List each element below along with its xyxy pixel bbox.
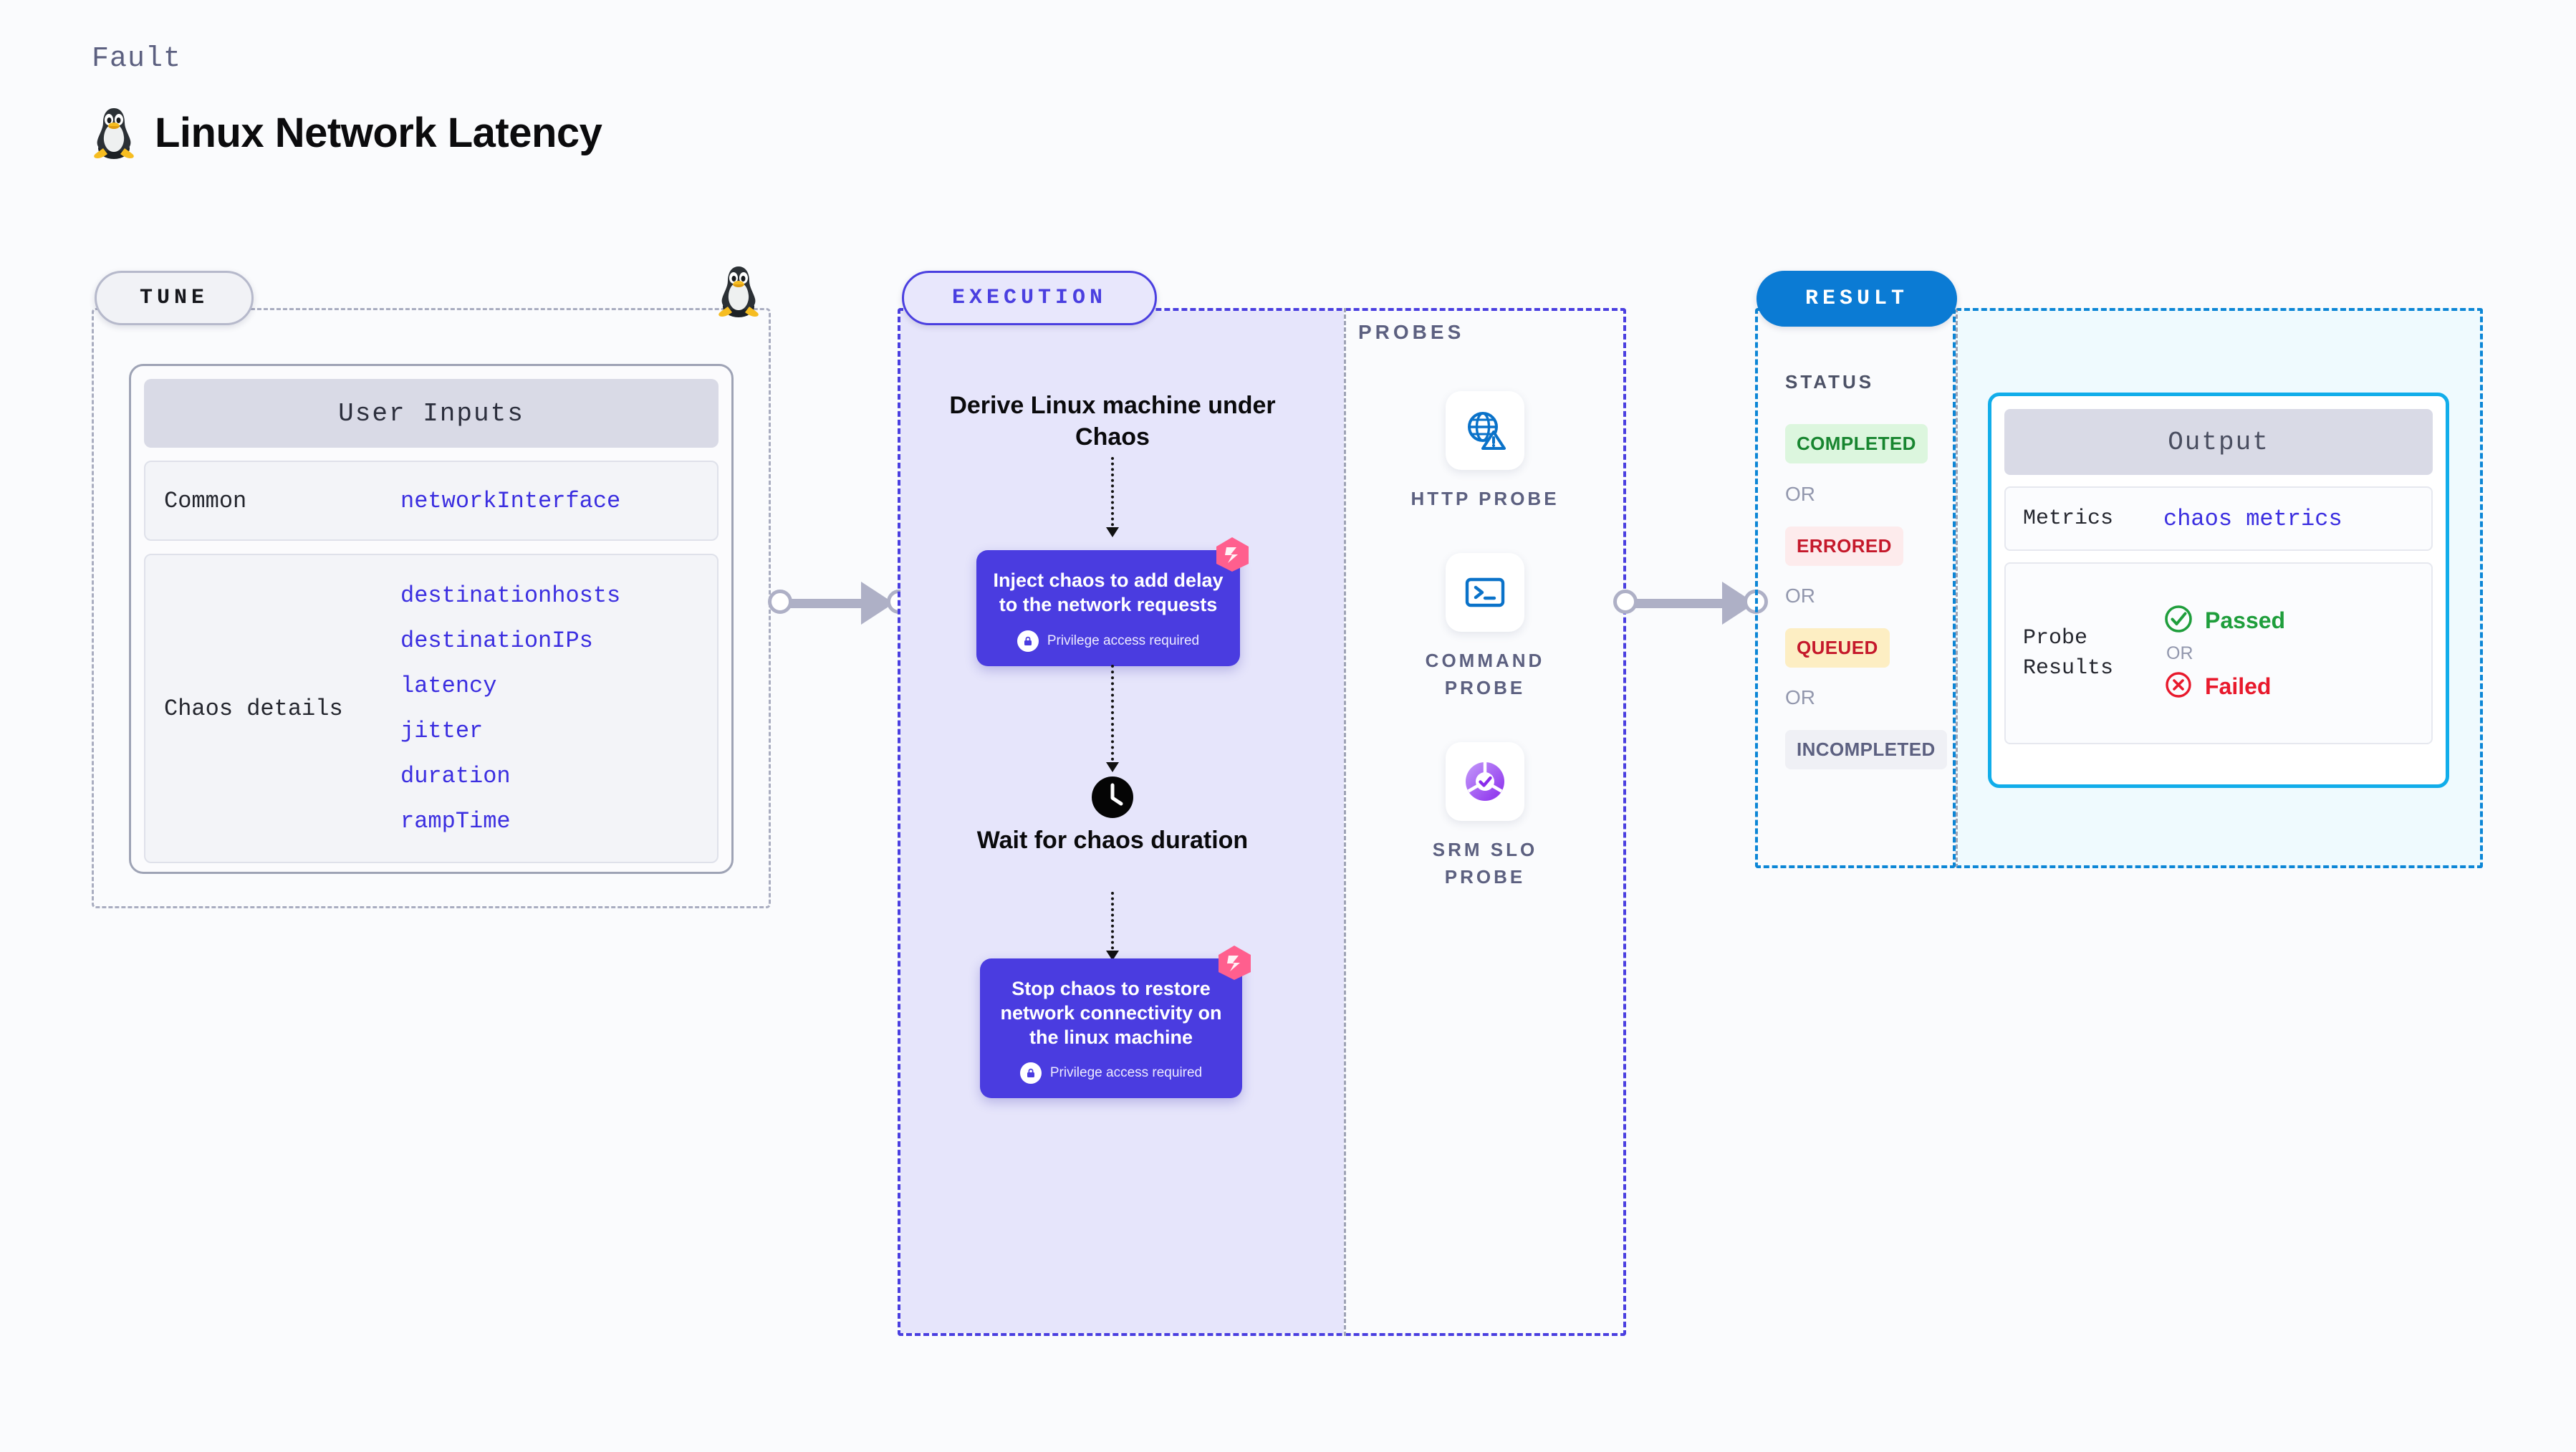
status-label: STATUS xyxy=(1785,371,1875,393)
output-row-key: Metrics xyxy=(2023,506,2114,531)
user-inputs-card: User Inputs Common networkInterface Chao… xyxy=(129,364,734,874)
probe-label: COMMAND PROBE xyxy=(1425,650,1545,698)
lock-icon xyxy=(1017,630,1039,652)
tune-row-common: Common networkInterface xyxy=(144,461,719,541)
or-separator: OR xyxy=(1785,686,1815,708)
privilege-text: Privilege access required xyxy=(1047,633,1200,648)
status-badge-incompleted: INCOMPLETED xyxy=(1785,730,1947,769)
status-badge-queued: QUEUED xyxy=(1785,628,1890,668)
status-badge-errored: ERRORED xyxy=(1785,527,1903,566)
probe-label: SRM SLO PROBE xyxy=(1432,839,1538,888)
output-metrics-value[interactable]: chaos metrics xyxy=(2163,505,2342,532)
output-title: Output xyxy=(2004,409,2433,475)
probes-section-label: PROBES xyxy=(1358,321,1465,343)
clock-icon xyxy=(1090,775,1135,819)
tune-value[interactable]: duration xyxy=(400,763,511,789)
tune-value[interactable]: jitter xyxy=(400,718,484,744)
probe-item-http[interactable]: HTTP PROBE xyxy=(1403,391,1567,513)
fault-kicker: Fault xyxy=(92,43,182,75)
execution-fill xyxy=(900,311,1344,1333)
output-card: Output Metrics chaos metrics Probe Resul… xyxy=(1988,393,2449,788)
tune-value[interactable]: latency xyxy=(400,673,497,699)
harness-logo-icon xyxy=(1215,943,1254,985)
probe-failed-label: Failed xyxy=(2205,673,2272,699)
tune-value[interactable]: networkInterface xyxy=(400,487,621,514)
execution-pill[interactable]: EXECUTION xyxy=(902,271,1157,325)
tune-value[interactable]: destinationIPs xyxy=(400,628,593,654)
flow-arrow-1 xyxy=(1106,527,1119,537)
tune-row-chaos-details: Chaos details destinationhosts destinati… xyxy=(144,554,719,863)
linux-penguin-icon-small xyxy=(716,264,761,322)
lock-icon xyxy=(1019,1062,1042,1085)
execution-node-stop[interactable]: Stop chaos to restore network connectivi… xyxy=(980,946,1251,1099)
linux-penguin-icon xyxy=(92,105,136,160)
output-row-probe-results: Probe Results Passed OR xyxy=(2004,562,2433,744)
privilege-note: Privilege access required xyxy=(996,1062,1226,1085)
tune-row-key: Common xyxy=(164,487,247,514)
execution-section-border xyxy=(898,308,1626,1336)
probe-item-srm-slo[interactable]: SRM SLO PROBE xyxy=(1403,742,1567,890)
execution-node-label: Stop chaos to restore network connectivi… xyxy=(1000,978,1222,1048)
probes-divider-left xyxy=(1344,308,1626,1336)
page-header: Fault Linux Network Latency xyxy=(92,43,602,160)
terminal-icon xyxy=(1446,553,1524,632)
page-title: Linux Network Latency xyxy=(155,109,602,156)
output-row-metrics: Metrics chaos metrics xyxy=(2004,486,2433,551)
output-row-key: Probe Results xyxy=(2023,626,2114,681)
execution-step-derive: Derive Linux machine under Chaos xyxy=(949,392,1276,451)
probe-result-values: Passed OR Failed xyxy=(2163,604,2285,703)
or-separator: OR xyxy=(2166,643,2193,663)
slo-donut-check-icon xyxy=(1446,742,1524,821)
tune-row-values: networkInterface xyxy=(400,488,620,514)
globe-warning-icon xyxy=(1446,391,1524,470)
flow-line-3 xyxy=(1111,892,1114,955)
execution-step-wait: Wait for chaos duration xyxy=(976,827,1249,854)
probe-passed-label: Passed xyxy=(2205,607,2286,633)
flow-line-2 xyxy=(1111,665,1114,766)
probe-result-failed: Failed xyxy=(2163,670,2285,703)
harness-logo-icon xyxy=(1213,534,1251,577)
privilege-note: Privilege access required xyxy=(992,630,1224,652)
execution-node-label: Inject chaos to add delay to the network… xyxy=(993,569,1224,615)
probe-label: HTTP PROBE xyxy=(1410,488,1559,509)
execution-node-inject[interactable]: Inject chaos to add delay to the network… xyxy=(976,537,1249,666)
status-badge-completed: COMPLETED xyxy=(1785,424,1928,463)
connector-execution-to-result xyxy=(1613,582,1778,625)
result-pill[interactable]: RESULT xyxy=(1756,271,1957,327)
connector-tune-to-execution xyxy=(768,582,911,625)
flow-arrow-3 xyxy=(1106,951,1119,961)
probe-result-passed: Passed xyxy=(2163,604,2285,638)
tune-row-values: destinationhosts destinationIPs latency … xyxy=(400,582,620,835)
tune-value[interactable]: rampTime xyxy=(400,808,511,835)
or-separator: OR xyxy=(1785,585,1815,607)
flow-line-1 xyxy=(1111,457,1114,532)
probe-item-command[interactable]: COMMAND PROBE xyxy=(1403,553,1567,701)
tune-value[interactable]: destinationhosts xyxy=(400,582,621,609)
privilege-text: Privilege access required xyxy=(1049,1065,1203,1081)
flow-arrow-2 xyxy=(1106,762,1119,772)
check-circle-icon xyxy=(2163,604,2193,638)
or-separator: OR xyxy=(1785,483,1815,505)
user-inputs-title: User Inputs xyxy=(144,379,719,448)
x-circle-icon xyxy=(2163,670,2193,703)
tune-pill[interactable]: TUNE xyxy=(95,271,254,325)
tune-row-key: Chaos details xyxy=(164,695,343,722)
page-title-row: Linux Network Latency xyxy=(92,105,602,160)
